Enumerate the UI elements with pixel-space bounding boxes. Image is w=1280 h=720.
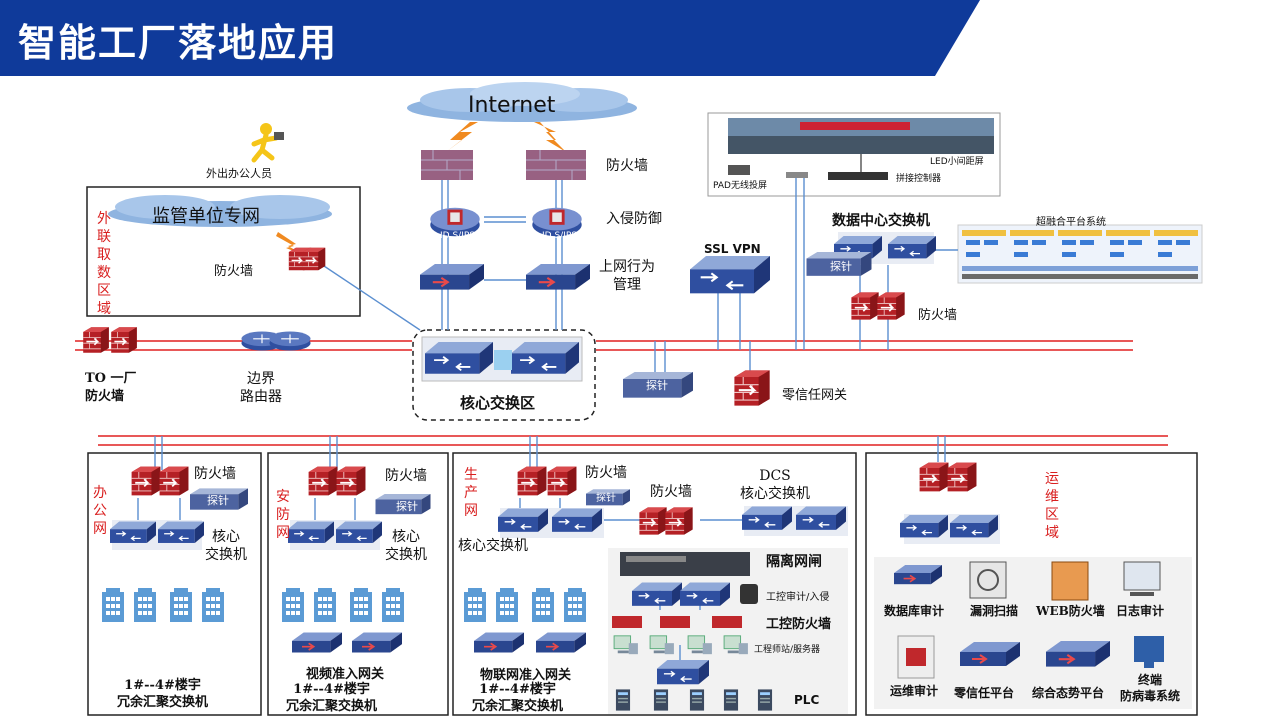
- ids-tag-left: ID S/IPS: [440, 231, 475, 241]
- remote-staff-label: 外出办公人员: [206, 167, 272, 180]
- security-probe-label: 探针: [396, 500, 418, 513]
- dcs-label: DCS 核心交换机: [740, 468, 810, 502]
- ids-tag-right: ID S/IPS: [542, 231, 577, 241]
- platform-label: 超融合平台系统: [1036, 217, 1106, 228]
- office-probe-label: 探针: [207, 494, 229, 507]
- behavior-label: 上网行为 管理: [599, 259, 655, 293]
- production-core-label: 核心交换机: [458, 538, 528, 554]
- ops-item-waf: WEB防火墙: [1036, 604, 1105, 618]
- splice-label: 拼接控制器: [896, 174, 942, 184]
- production-probe-label: 探针: [596, 493, 616, 504]
- page-title: 智能工厂落地应用: [18, 21, 339, 65]
- dc-firewall-label: 防火墙: [918, 308, 958, 323]
- external-zone-label: 外联取数区域: [97, 211, 111, 317]
- ops-item-log-audit: 日志审计: [1116, 604, 1165, 618]
- security-zone-label: 安防网: [276, 489, 290, 541]
- ops-item-antivirus: 终端 防病毒系统: [1120, 673, 1181, 703]
- security-core-label: 核心 交换机: [385, 529, 427, 563]
- production-agg-label: 1#--4#楼宇 冗余汇聚交换机: [472, 682, 564, 714]
- station-label: 工程师站/服务器: [754, 645, 821, 655]
- ops-item-situation: 综合态势平台: [1032, 686, 1105, 700]
- gap-label: 隔离网闸: [766, 554, 822, 570]
- iot-gw-label: 物联网准入网关: [480, 668, 572, 683]
- external-firewall-label: 防火墙: [214, 264, 254, 279]
- core-zone-label: 核心交换区: [460, 394, 536, 412]
- top-firewall-label: 防火墙: [606, 158, 648, 174]
- ops-item-zero-trust: 零信任平台: [954, 686, 1015, 700]
- production-firewall2-label: 防火墙: [650, 484, 692, 500]
- ics-audit-label: 工控审计/入侵: [766, 592, 830, 603]
- to-plant-fw-label: TO 一厂 防火墙: [85, 371, 137, 404]
- ops-item-vuln-scan: 漏洞扫描: [970, 604, 1019, 618]
- ics-fw-label: 工控防火墙: [766, 617, 832, 632]
- title-banner: [0, 0, 980, 76]
- ops-zone-label: 运维区域: [1045, 471, 1059, 541]
- ids-label: 入侵防御: [606, 211, 662, 227]
- office-zone-label: 办公网: [93, 485, 107, 537]
- external-cloud-label: 监管单位专网: [152, 206, 260, 227]
- office-core-label: 核心 交换机: [205, 529, 247, 563]
- security-agg-label: 1#--4#楼宇 冗余汇聚交换机: [286, 682, 378, 714]
- ops-item-db-audit: 数据库审计: [884, 604, 945, 618]
- production-firewall-label: 防火墙: [585, 465, 627, 481]
- plc-label: PLC: [794, 693, 820, 707]
- sslvpn-label: SSL VPN: [704, 242, 761, 256]
- security-firewall-label: 防火墙: [385, 468, 427, 484]
- zero-trust-gw-label: 零信任网关: [782, 388, 848, 403]
- pad-label: PAD无线投屏: [713, 181, 767, 191]
- ops-item-ops-audit: 运维审计: [890, 684, 939, 698]
- production-zone-label: 生产网: [464, 467, 478, 519]
- mid-probe-label: 探针: [646, 379, 668, 392]
- office-agg-label: 1#--4#楼宇 冗余汇聚交换机: [117, 678, 209, 710]
- video-gw-label: 视频准入网关: [306, 667, 385, 682]
- dc-probe-label: 探针: [830, 260, 852, 273]
- border-router-label: 边界 路由器: [240, 371, 282, 405]
- dc-switch-label: 数据中心交换机: [832, 213, 930, 229]
- office-firewall-label: 防火墙: [194, 466, 236, 482]
- led-label: LED小间距屏: [930, 157, 984, 167]
- internet-label: Internet: [468, 93, 556, 118]
